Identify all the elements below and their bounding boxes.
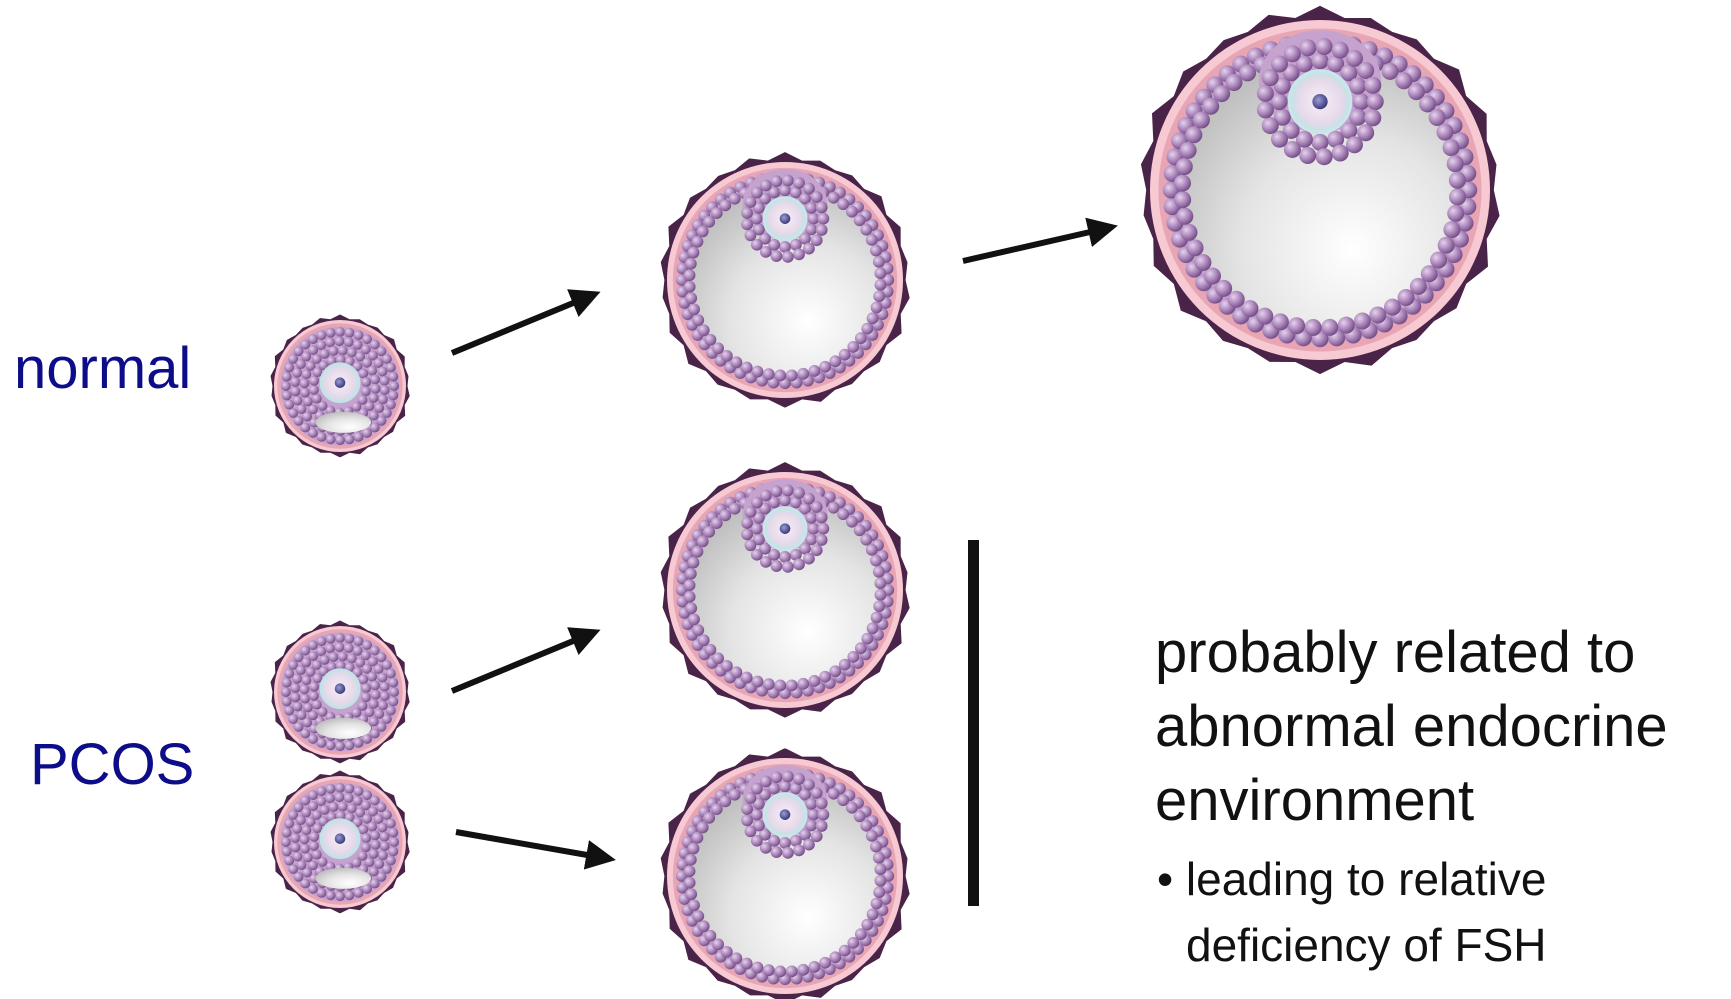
arrow-pcos-1 xyxy=(452,632,595,691)
follicle-pcos-preantral-1 xyxy=(270,620,410,764)
oocyte-nucleus xyxy=(335,683,346,694)
note-bullet-line-1: • leading to relative xyxy=(1157,846,1546,912)
follicle-normal-preantral xyxy=(270,314,410,458)
row-label-normal: normal xyxy=(14,340,191,398)
note-bullet-line-2: deficiency of FSH xyxy=(1186,912,1546,978)
note-line-1: probably related to xyxy=(1155,616,1635,690)
oocyte-nucleus xyxy=(335,833,346,844)
follicle-normal-antral xyxy=(660,151,911,409)
oocyte-nucleus xyxy=(335,377,346,388)
row-label-pcos: PCOS xyxy=(30,736,194,794)
oocyte-nucleus xyxy=(780,523,791,534)
divider-bar xyxy=(968,540,979,906)
follicle-pcos-arrested-2 xyxy=(660,747,911,999)
antrum xyxy=(316,718,371,739)
follicle-normal-preovulatory xyxy=(1140,4,1501,375)
follicle-pcos-preantral-2 xyxy=(270,770,410,914)
note-line-3: environment xyxy=(1155,764,1474,838)
oocyte-nucleus xyxy=(780,213,791,224)
antrum xyxy=(316,868,371,889)
arrow-pcos-2 xyxy=(456,832,610,859)
follicle-pcos-arrested-1 xyxy=(660,461,911,719)
arrow-normal-1 xyxy=(452,294,595,353)
arrow-normal-2 xyxy=(963,227,1112,261)
note-line-2: abnormal endocrine xyxy=(1155,690,1668,764)
oocyte-nucleus xyxy=(780,809,791,820)
oocyte-nucleus xyxy=(1312,94,1327,109)
antrum xyxy=(316,412,371,433)
